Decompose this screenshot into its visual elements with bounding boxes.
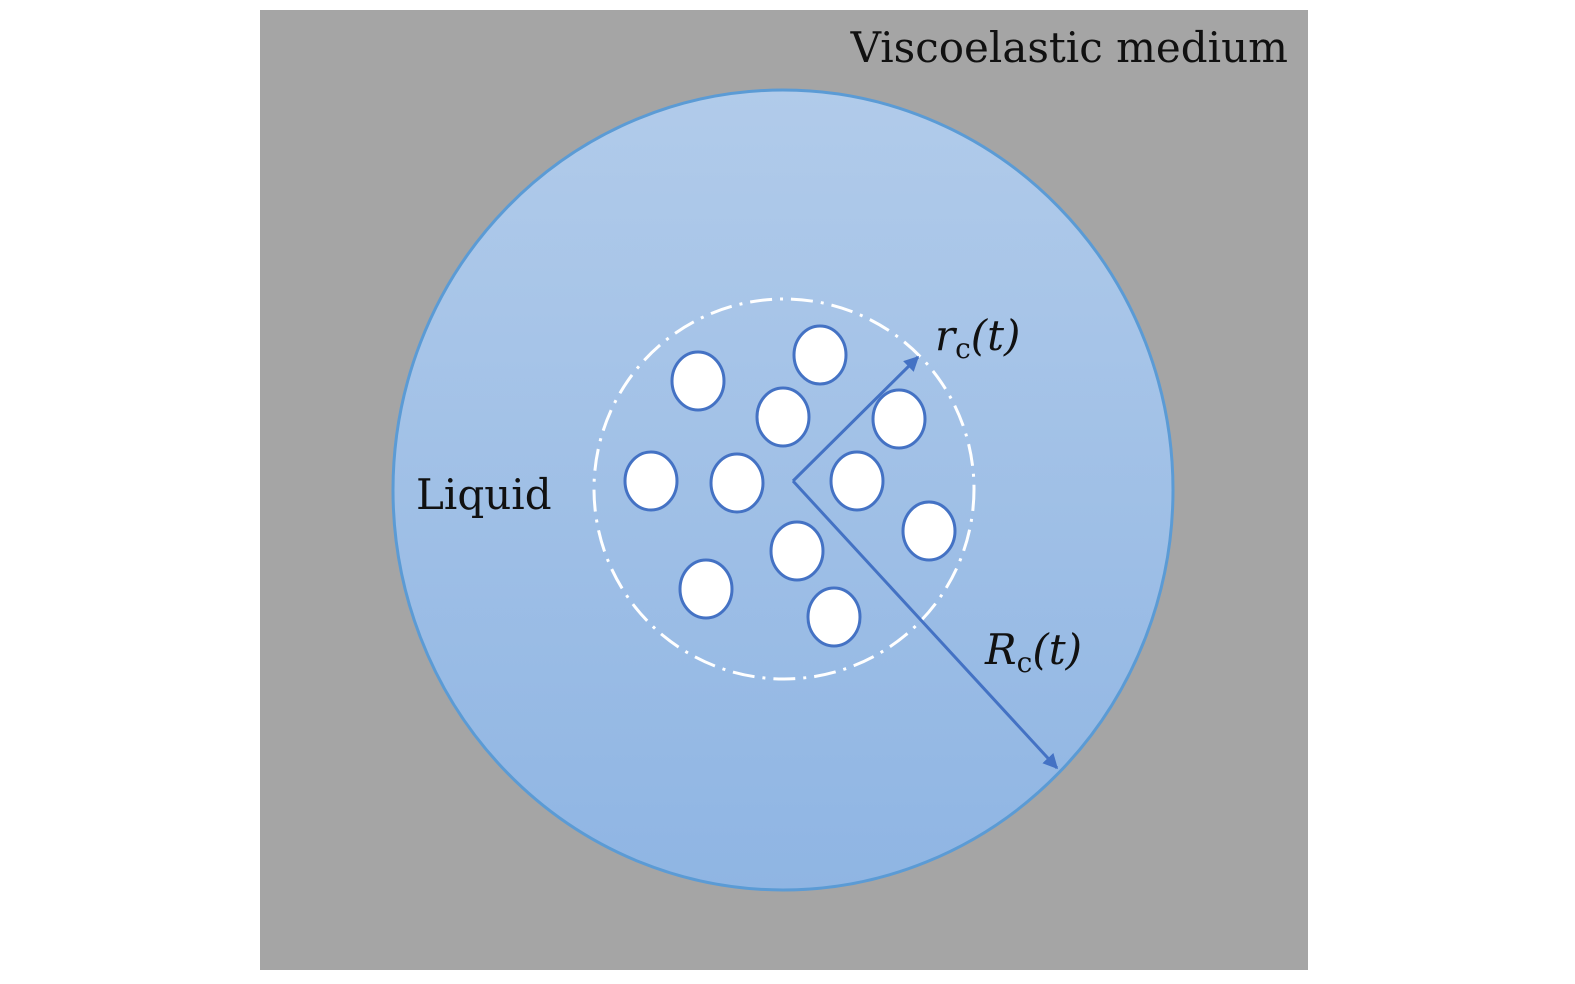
- outer-radius-arg: (t): [1032, 625, 1082, 674]
- medium-label: Viscoelastic medium: [850, 23, 1288, 72]
- inner-radius-subscript: c: [955, 332, 971, 365]
- bubble: [678, 558, 734, 620]
- liquid-region: [391, 88, 1175, 892]
- bubble: [792, 324, 848, 386]
- inner-radius-label: rc(t): [935, 311, 1020, 365]
- bubble: [829, 450, 885, 512]
- bubble-cluster-boundary: [592, 297, 976, 681]
- bubble: [871, 388, 927, 450]
- bubble: [769, 520, 825, 582]
- inner-radius-arrow: [791, 355, 920, 483]
- inner-radius-symbol: r: [935, 311, 958, 360]
- bubble: [709, 452, 765, 514]
- bubble: [901, 500, 957, 562]
- bubble: [806, 586, 862, 648]
- bubbles: [623, 324, 957, 648]
- bubble: [755, 386, 811, 448]
- outer-radius-symbol: R: [984, 625, 1017, 674]
- liquid-label: Liquid: [416, 470, 552, 519]
- bubble: [623, 450, 679, 512]
- outer-radius-arrow: [791, 479, 1059, 770]
- inner-radius-arg: (t): [971, 311, 1021, 360]
- outer-radius-label: Rc(t): [984, 625, 1082, 679]
- outer-radius-subscript: c: [1017, 646, 1033, 679]
- bubble: [670, 350, 726, 412]
